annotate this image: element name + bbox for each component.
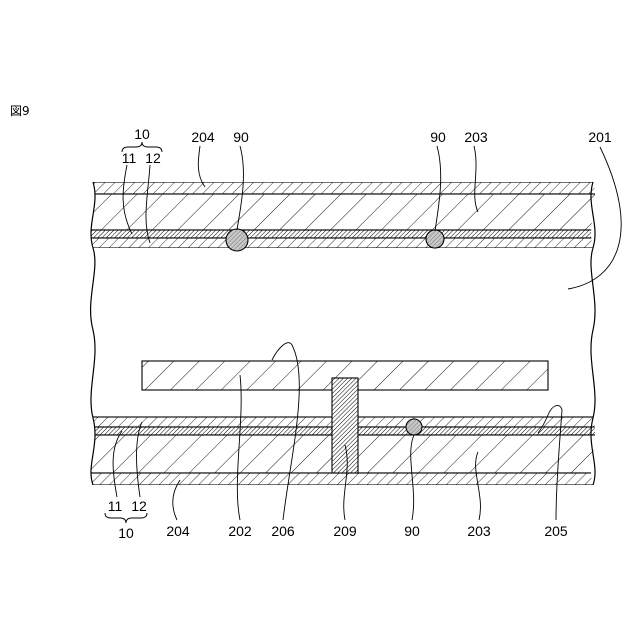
pillar-209 [332, 378, 358, 473]
label-bottom-209: 209 [333, 523, 357, 539]
bottom-brace-10 [105, 513, 147, 523]
label-bottom-10: 10 [118, 525, 134, 541]
top-layer-12 [80, 238, 610, 248]
label-top-90-left: 90 [233, 129, 249, 145]
lead-top-204 [198, 146, 205, 187]
label-top-204: 204 [191, 129, 215, 145]
label-201: 201 [588, 129, 612, 145]
spacer-ball-90-top-right [426, 230, 444, 248]
spacer-ball-90-bottom [406, 419, 422, 435]
label-bottom-205: 205 [544, 523, 568, 539]
label-bottom-90: 90 [404, 523, 420, 539]
spacer-ball-90-top-left [226, 229, 248, 251]
label-top-12: 12 [145, 150, 161, 166]
label-bottom-12: 12 [131, 498, 147, 514]
figure-title: 図9 [10, 104, 30, 118]
label-bottom-11: 11 [108, 498, 123, 514]
bottom-polarizer-204 [80, 473, 610, 485]
label-bottom-203: 203 [467, 523, 491, 539]
label-top-203: 203 [464, 129, 488, 145]
label-bottom-204: 204 [166, 523, 190, 539]
label-bottom-206: 206 [271, 523, 295, 539]
label-top-90-right: 90 [430, 129, 446, 145]
top-polarizer-204 [80, 182, 610, 194]
label-top-11: 11 [122, 150, 137, 166]
lead-bottom-204 [173, 480, 180, 520]
top-substrate-203 [80, 194, 610, 230]
top-layer-11 [80, 230, 610, 238]
label-bottom-202: 202 [228, 523, 252, 539]
label-top-10: 10 [134, 126, 150, 142]
